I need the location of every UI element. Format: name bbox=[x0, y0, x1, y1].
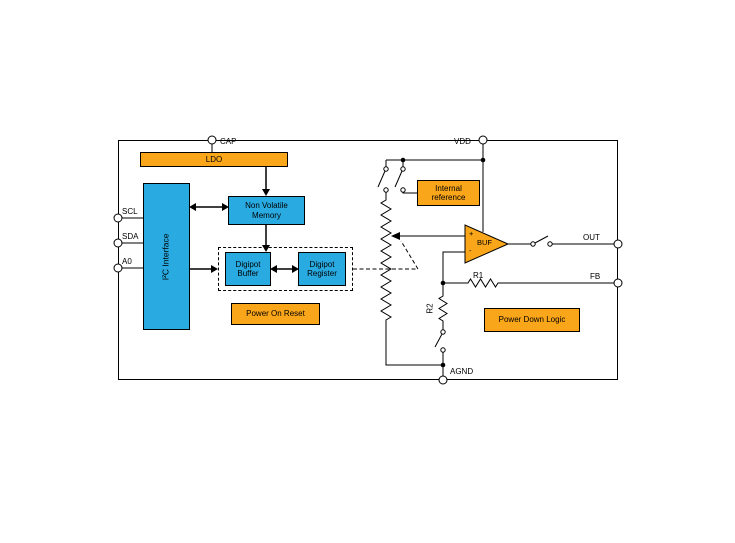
block-ldo-label: LDO bbox=[205, 154, 223, 164]
digipot-dashed-box bbox=[218, 247, 353, 291]
switch-d-lever bbox=[534, 235, 549, 244]
pin-cap bbox=[207, 135, 217, 145]
wiper-arrowhead bbox=[391, 232, 400, 240]
block-nvm: Non Volatile Memory bbox=[228, 196, 305, 225]
wiper-control-diagonal bbox=[400, 240, 419, 270]
ldo-to-nvm-arrowhead bbox=[262, 189, 270, 196]
pin-a0 bbox=[113, 263, 123, 273]
block-i2c-interface: I²C Interface bbox=[143, 183, 190, 330]
block-internal-reference-label: Internal reference bbox=[431, 183, 466, 202]
switch-a-contact-bottom bbox=[383, 187, 389, 193]
package-pins bbox=[113, 135, 623, 385]
junction-rail-switch-b bbox=[400, 157, 406, 163]
pin-label-a0: A0 bbox=[122, 257, 132, 266]
junction-r1-r2 bbox=[440, 280, 446, 286]
nvm-to-digipot-arrowhead bbox=[262, 245, 270, 252]
resistor-r2 bbox=[438, 283, 448, 330]
buffer-amp-label: BUF bbox=[477, 238, 492, 247]
buffer-minus-label: - bbox=[469, 246, 472, 255]
switch-b-bottom-wire bbox=[402, 192, 417, 194]
block-power-on-reset: Power On Reset bbox=[231, 303, 320, 325]
chip-boundary bbox=[118, 140, 618, 380]
i2c-nvm-arrowhead-left bbox=[189, 203, 196, 211]
pin-label-cap: CAP bbox=[220, 137, 237, 146]
pin-out bbox=[613, 239, 623, 249]
block-ldo: LDO bbox=[140, 152, 288, 167]
block-digipot-register-label: Digipot Register bbox=[307, 259, 337, 278]
resistor-r1 bbox=[443, 278, 614, 288]
resistor-ladder bbox=[380, 196, 392, 322]
block-arrows bbox=[189, 167, 299, 273]
junction-vdd-rail bbox=[480, 157, 486, 163]
block-i2c-interface-label: I²C Interface bbox=[160, 233, 171, 280]
junction-dots bbox=[400, 157, 486, 368]
switch-b-contact-top bbox=[400, 166, 406, 172]
switch-a-lever bbox=[377, 170, 386, 188]
switch-c-contact-top bbox=[440, 329, 446, 335]
block-digipot-buffer-label: Digipot Buffer bbox=[235, 259, 261, 278]
pin-label-agnd: AGND bbox=[450, 367, 474, 376]
block-power-down-logic: Power Down Logic bbox=[484, 308, 580, 332]
wires bbox=[122, 144, 614, 376]
r2-label: R2 bbox=[425, 303, 435, 314]
pin-agnd bbox=[438, 375, 448, 385]
switch-b-contact-bottom bbox=[400, 187, 406, 193]
pin-label-scl: SCL bbox=[122, 207, 138, 216]
switch-c-lever bbox=[434, 333, 443, 348]
buffer-plus-label: + bbox=[469, 229, 474, 238]
switch-d-contact-right bbox=[547, 241, 553, 247]
pin-sda bbox=[113, 238, 123, 248]
switch-b-lever bbox=[394, 170, 403, 188]
pin-fb bbox=[613, 278, 623, 288]
block-nvm-label: Non Volatile Memory bbox=[245, 201, 288, 220]
buffer-register-arrowhead-right bbox=[292, 265, 299, 273]
pin-scl bbox=[113, 213, 123, 223]
switch-a-contact-top bbox=[383, 166, 389, 172]
wiper-control-dashed bbox=[353, 240, 419, 270]
buffer-amp-triangle bbox=[464, 224, 510, 264]
feedback-wire bbox=[442, 251, 465, 283]
switch-d-contact-left bbox=[530, 241, 536, 247]
pin-label-sda: SDA bbox=[122, 232, 139, 241]
ladder-ground-wire bbox=[385, 322, 443, 366]
i2c-nvm-arrowhead-right bbox=[222, 203, 229, 211]
i2c-to-digipot-arrowhead bbox=[211, 265, 218, 273]
block-power-down-logic-label: Power Down Logic bbox=[498, 315, 566, 325]
block-digipot-buffer: Digipot Buffer bbox=[225, 252, 271, 286]
block-internal-reference: Internal reference bbox=[417, 180, 480, 206]
pin-label-out: OUT bbox=[583, 233, 600, 242]
block-power-on-reset-label: Power On Reset bbox=[246, 309, 305, 319]
pin-vdd bbox=[478, 135, 488, 145]
r1-label: R1 bbox=[473, 271, 484, 280]
block-digipot-register: Digipot Register bbox=[298, 252, 346, 286]
buffer-register-arrowhead-left bbox=[270, 265, 277, 273]
switch-c-contact-bottom bbox=[440, 347, 446, 353]
switch-contacts bbox=[383, 166, 553, 353]
pin-label-fb: FB bbox=[590, 272, 601, 281]
pin-label-vdd: VDD bbox=[454, 137, 471, 146]
junction-agnd bbox=[440, 362, 446, 368]
